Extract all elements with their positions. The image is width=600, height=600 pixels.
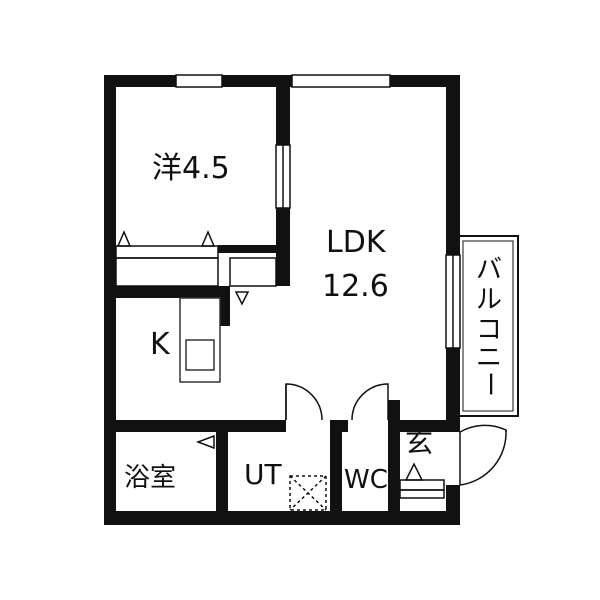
bath-door-marker bbox=[195, 434, 215, 450]
closet bbox=[115, 230, 219, 287]
ldk-label: LDK bbox=[326, 225, 387, 260]
balcony-char: ル bbox=[476, 285, 502, 315]
exterior-walls bbox=[104, 75, 460, 525]
bathroom-label: 浴室 bbox=[124, 463, 176, 493]
western-room-label: 洋4.5 bbox=[152, 151, 230, 186]
ldk-doors bbox=[285, 383, 389, 421]
washing-machine-slot bbox=[289, 475, 327, 511]
internal-window bbox=[275, 144, 291, 209]
toilet-label: WC bbox=[344, 465, 388, 495]
balcony-char: コ bbox=[476, 315, 502, 345]
interior-walls bbox=[104, 75, 460, 522]
balcony-window bbox=[445, 254, 461, 349]
windows-top bbox=[175, 74, 391, 88]
balcony-char: ー bbox=[474, 371, 504, 397]
utility-label: UT bbox=[244, 458, 282, 491]
entrance-label: 玄 bbox=[405, 426, 433, 459]
entrance-door bbox=[459, 424, 507, 486]
kitchen-counter bbox=[179, 297, 221, 383]
balcony-label: バ ル コ ニ ー bbox=[474, 255, 504, 397]
balcony-char: ニ bbox=[476, 343, 502, 373]
ldk-size-label: 12.6 bbox=[322, 269, 389, 304]
storage bbox=[229, 257, 277, 306]
balcony-char: バ bbox=[476, 255, 502, 285]
entrance-step bbox=[399, 462, 445, 499]
kitchen-label: K bbox=[150, 327, 171, 362]
